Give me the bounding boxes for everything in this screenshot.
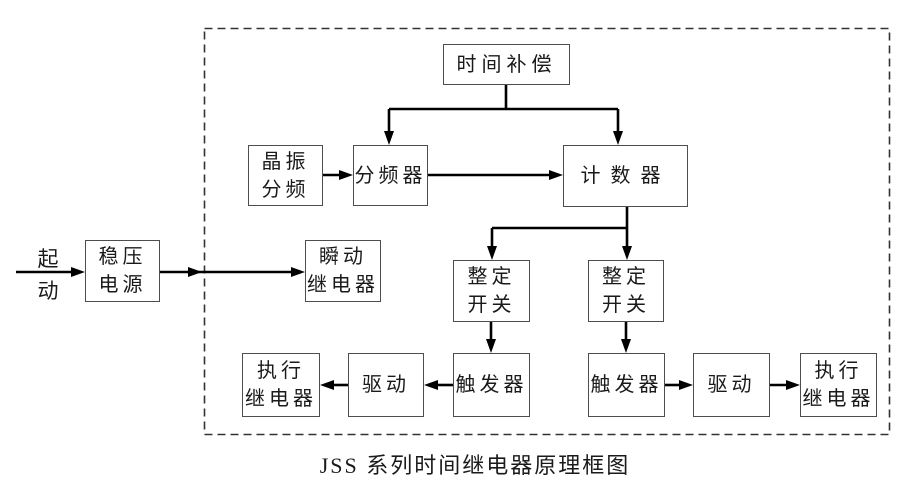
left-drive-to-exec-arrowhead: [320, 380, 334, 390]
right-switch-to-trigger-arrowhead: [621, 339, 631, 353]
block-drive-right: 驱动: [693, 353, 770, 417]
crystal-to-divider-arrowhead: [339, 170, 353, 180]
counter-to-left-switch-arrowhead: [487, 246, 497, 260]
right-trigger-to-drive-arrowhead: [679, 380, 693, 390]
right-drive-to-exec-arrowhead: [786, 380, 800, 390]
dashed-boundary: [203, 27, 891, 436]
block-trigger-right: 触发器: [588, 353, 665, 417]
left-switch-to-trigger-arrowhead: [486, 339, 496, 353]
divider-to-counter-arrowhead: [549, 170, 563, 180]
diagram-caption: JSS 系列时间继电器原理框图: [319, 453, 631, 478]
block-trigger-left: 触发器: [453, 353, 530, 417]
block-exec-relay-left: 执行 继电器: [242, 353, 320, 417]
compensation-tree-shaft: [387, 85, 620, 132]
block-exec-relay-right: 执行 继电器: [800, 353, 877, 417]
block-crystal-osc-divider: 晶振 分频: [248, 145, 323, 206]
instant-relay-arrowhead: [291, 267, 305, 277]
start-arrowhead: [71, 267, 85, 277]
block-setting-switch-left: 整定 开关: [453, 260, 530, 322]
block-regulated-power-supply: 稳压 电源: [85, 240, 160, 302]
compensation-to-counter-arrowhead: [613, 131, 623, 145]
start-label: 起 动: [37, 247, 59, 303]
block-time-compensation: 时间补偿: [443, 44, 570, 85]
block-drive-left: 驱动: [348, 353, 424, 417]
block-instant-relay: 瞬动 继电器: [305, 240, 381, 302]
counter-split-shaft: [490, 207, 629, 247]
block-frequency-divider: 分频器: [353, 145, 428, 206]
block-counter: 计数器: [563, 145, 688, 207]
block-setting-switch-right: 整定 开关: [588, 260, 664, 322]
left-trigger-to-drive-arrowhead: [424, 380, 438, 390]
compensation-to-divider-arrowhead: [384, 131, 394, 145]
counter-to-right-switch-arrowhead: [622, 246, 632, 260]
power-mid-arrowhead: [188, 267, 202, 277]
